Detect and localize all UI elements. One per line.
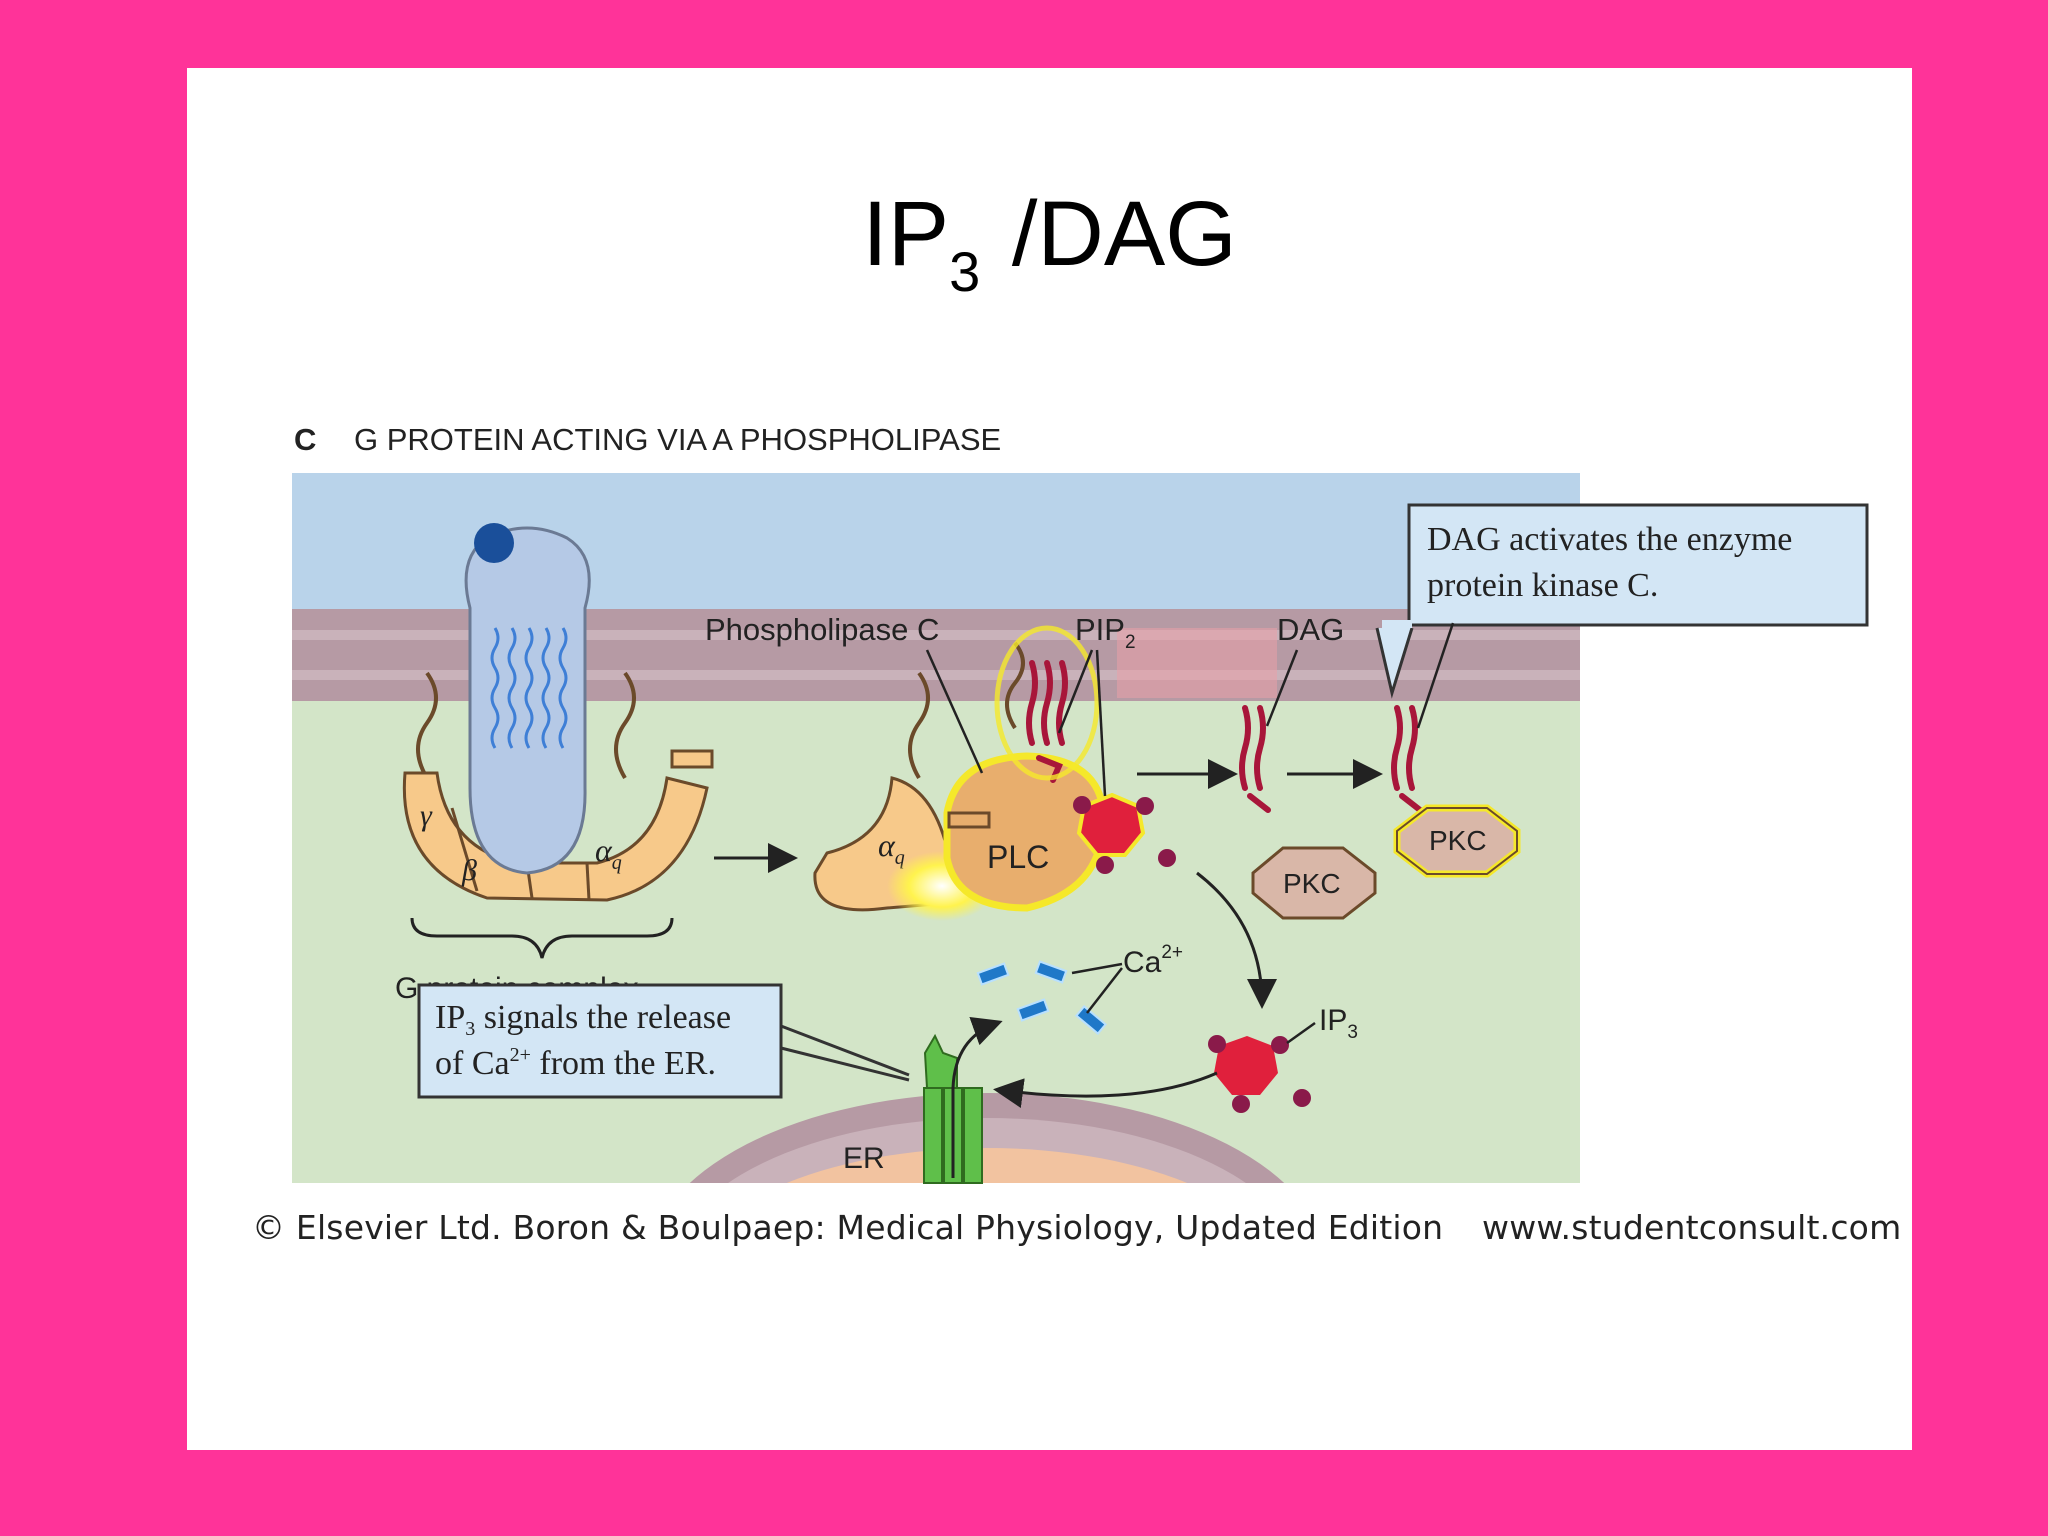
g-protein-complex bbox=[402, 671, 714, 902]
ip3-molecule-1 bbox=[1073, 792, 1176, 874]
beta-label: β bbox=[461, 854, 477, 887]
ligand bbox=[474, 523, 514, 563]
er-lumen bbox=[786, 1148, 1188, 1183]
dag-callout bbox=[1375, 503, 1869, 729]
slide-title: IP3 /DAG bbox=[862, 183, 1237, 303]
gpcr-receptor bbox=[464, 523, 591, 875]
plc-label: PLC bbox=[987, 839, 1049, 875]
calcium-label: Ca2+ bbox=[1123, 942, 1183, 979]
dag-label: DAG bbox=[1277, 612, 1344, 647]
ip3-callout bbox=[417, 983, 910, 1099]
signaling-diagram: C G PROTEIN ACTING VIA A PHOSPHOLIPASE bbox=[292, 422, 1869, 1184]
ip3-receptor-channel bbox=[923, 1016, 1003, 1184]
credit-url[interactable]: www.studentconsult.com bbox=[1482, 1208, 1902, 1247]
pip2-label: PIP2 bbox=[1075, 612, 1136, 653]
panel-title: G PROTEIN ACTING VIA A PHOSPHOLIPASE bbox=[354, 422, 1001, 457]
g-protein-brace bbox=[410, 917, 674, 959]
ip3-callout-line2: of Ca2+ from the ER. bbox=[435, 1044, 716, 1082]
alpha-q-label-2: αq bbox=[878, 827, 905, 869]
credit-source: © Elsevier Ltd. Boron & Boulpaep: Medica… bbox=[252, 1208, 1444, 1247]
ip3-label: IP3 bbox=[1319, 1004, 1358, 1043]
pkc-label-2: PKC bbox=[1429, 825, 1487, 856]
pkc-inactive bbox=[1251, 846, 1377, 920]
ip3-diffusion-arrow bbox=[1196, 871, 1277, 1009]
phospholipase-c-label: Phospholipase C bbox=[705, 612, 939, 647]
dag-callout-line1: DAG activates the enzyme bbox=[1427, 521, 1792, 558]
alpha-q-label: αq bbox=[595, 832, 622, 874]
dag-lipid-2 bbox=[1391, 705, 1423, 813]
slide: IP3 /DAG C G PROTEIN ACTING VIA A PHOSPH… bbox=[187, 68, 1912, 1450]
dag-lipid-1 bbox=[1239, 705, 1271, 813]
pkc-label-1: PKC bbox=[1283, 868, 1341, 899]
dag-callout-line2: protein kinase C. bbox=[1427, 567, 1658, 604]
figure-credit: © Elsevier Ltd. Boron & Boulpaep: Medica… bbox=[252, 1208, 1912, 1247]
gamma-label: γ bbox=[420, 799, 433, 832]
er-label: ER bbox=[843, 1142, 885, 1175]
ip3-molecule-2 bbox=[1208, 1035, 1311, 1113]
panel-letter: C bbox=[294, 422, 316, 457]
ip3-callout-line1: IP3 signals the release bbox=[435, 999, 731, 1040]
